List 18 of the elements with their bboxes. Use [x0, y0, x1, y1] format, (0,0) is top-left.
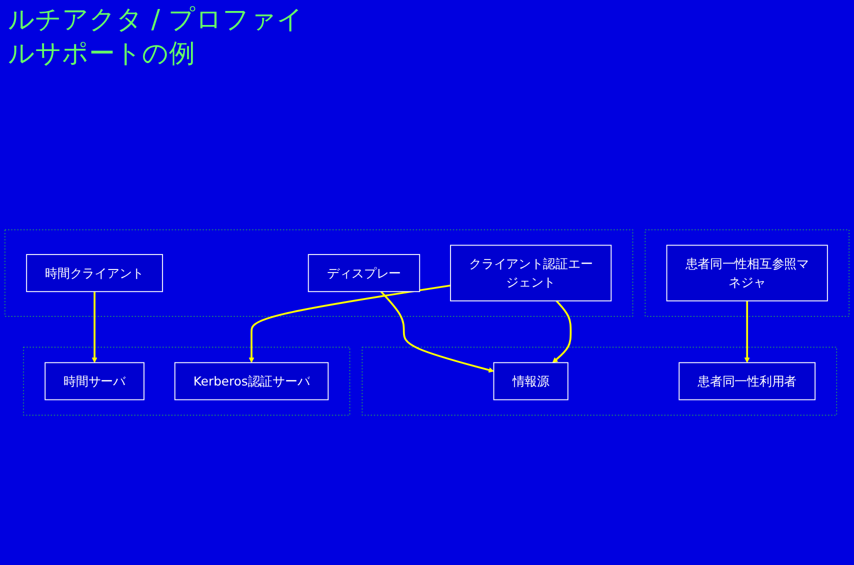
arrow: [92, 292, 98, 363]
cluster: [362, 346, 837, 416]
node-box: Kerberos認証サーバ: [174, 362, 329, 400]
node-box: ディスプレー: [308, 254, 420, 292]
node-box: 情報源: [493, 362, 568, 400]
node-box: 患者同一性相互参照マネジャ: [666, 244, 828, 302]
arrow: [744, 300, 750, 363]
node-box: 患者同一性利用者: [678, 362, 816, 400]
node-box: クライアント認証エージェント: [450, 244, 612, 302]
node-box: 時間サーバ: [44, 362, 144, 400]
arrow: [248, 284, 451, 363]
cluster: [644, 230, 850, 317]
slide-title: ルチアクタ / プロファイルサポートの例: [8, 4, 304, 71]
arrow: [380, 290, 494, 373]
cluster: [23, 346, 350, 416]
node-box: 時間クライアント: [26, 254, 163, 292]
arrow: [552, 300, 572, 363]
cluster: [4, 230, 634, 317]
